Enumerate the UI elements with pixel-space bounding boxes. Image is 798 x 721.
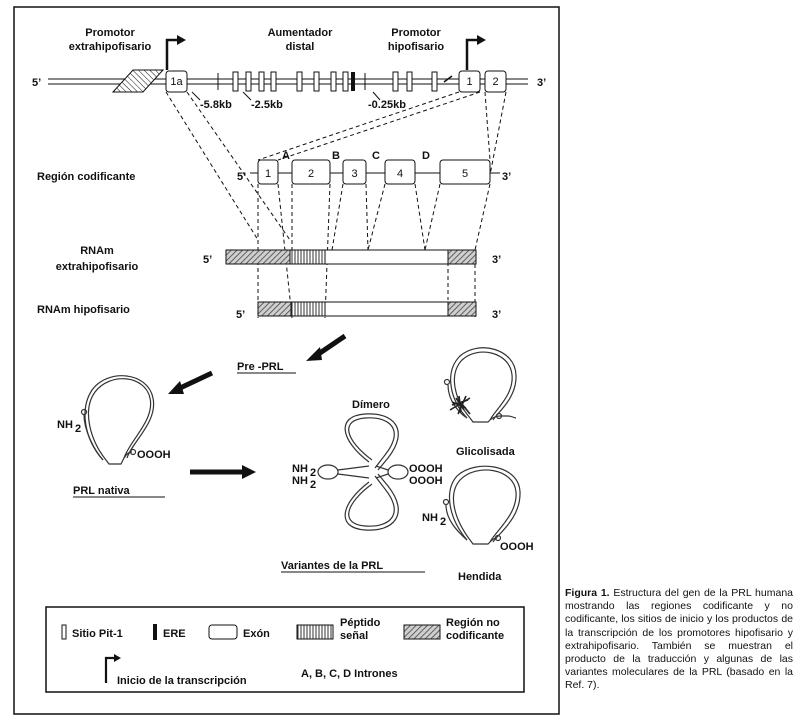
- transcription-start-arrow-hipo: [465, 35, 486, 70]
- mrna-hipo-bar: [257, 301, 477, 317]
- exon-2-gene-label: 2: [492, 76, 498, 88]
- hendida-nh: NH: [422, 512, 438, 524]
- legend-signal-label-1: Péptido: [340, 617, 381, 629]
- legend-pit1-label: Sitio Pit-1: [72, 628, 123, 640]
- projection-lines: [165, 91, 507, 241]
- exon-1a: [165, 70, 188, 93]
- transcription-start-arrow-extra: [165, 35, 186, 70]
- hendida-oooh: OOOH: [500, 541, 534, 553]
- coding-exons: 1 2 3 4 5: [257, 159, 491, 185]
- glycan-icon: [449, 395, 471, 415]
- dimer-molecule: [317, 413, 409, 531]
- intron-c: C: [372, 150, 380, 162]
- exon-3-label: 3: [351, 168, 357, 180]
- exon-1: [257, 159, 279, 185]
- dimer-nh-2-sub: 2: [310, 479, 316, 491]
- figure-frame: [13, 6, 560, 715]
- dimer-nh-1: NH: [292, 463, 308, 475]
- ere-site: [351, 72, 355, 91]
- promotor-hipo-label-2: hipofisario: [388, 41, 445, 53]
- exon-2-gene: [484, 70, 507, 93]
- pre-prl-label: Pre -PRL: [237, 361, 284, 373]
- aumentador-label-1: Aumentador: [268, 27, 334, 39]
- caption-text: Estructura del gen de la PRL humana most…: [565, 587, 794, 692]
- prl-nativa-label: PRL nativa: [73, 485, 131, 497]
- exon-1-gene: [458, 70, 481, 93]
- pos-5-8kb: -5.8kb: [200, 99, 232, 111]
- legend-signal-icon: [296, 624, 334, 640]
- mrna-hipo-5prime: 5’: [236, 309, 245, 321]
- arrow-to-nativa: [168, 370, 214, 394]
- legend-pit1-icon: [61, 624, 67, 640]
- legend-ere-icon: [153, 624, 157, 640]
- arrow-to-variants: [190, 465, 256, 479]
- glicolisada-molecule: [443, 347, 517, 423]
- legend-noncoding-icon: [403, 624, 441, 640]
- legend-signal-label-2: señal: [340, 630, 368, 642]
- legend-exon-label: Exón: [243, 628, 270, 640]
- figure-caption: Figura 1. Estructura del gen de la PRL h…: [565, 587, 793, 693]
- mrna-extra-bar: [225, 249, 477, 265]
- mrna-extra-label-2: extrahipofisario: [56, 261, 139, 273]
- prl-nativa-molecule: [80, 375, 155, 465]
- nativa-nh-sub: 2: [75, 423, 81, 435]
- legend-transcription-start-icon: [104, 654, 121, 683]
- intron-d: D: [422, 150, 430, 162]
- exon-5-label: 5: [462, 168, 468, 180]
- pit1-sites-enhancer: [232, 71, 349, 92]
- dimer-oooh-1: OOOH: [409, 463, 443, 475]
- mrna-extra-5prime: 5’: [203, 254, 212, 266]
- exon-1-label: 1: [265, 168, 271, 180]
- nativa-oooh: OOOH: [137, 449, 171, 461]
- exon-1-gene-label: 1: [466, 76, 472, 88]
- legend-exon-icon: [208, 624, 238, 640]
- exon-2: [291, 159, 331, 185]
- mrna-hipo-3prime: 3’: [492, 309, 501, 321]
- glicolisada-label: Glicolisada: [456, 446, 516, 458]
- promotor-hipo-label-1: Promotor: [391, 27, 441, 39]
- arrow-to-preprl: [306, 333, 347, 361]
- dimer-nh-2: NH: [292, 475, 308, 487]
- variantes-label: Variantes de la PRL: [281, 560, 383, 572]
- legend-noncoding-label-1: Región no: [446, 617, 500, 629]
- hendida-molecule: [442, 465, 521, 545]
- coding-5prime: 5’: [237, 171, 246, 183]
- nativa-nh: NH: [57, 419, 73, 431]
- coding-3prime: 3’: [502, 171, 511, 183]
- legend-inicio-label: Inicio de la transcripción: [117, 675, 247, 687]
- gene-5prime: 5’: [32, 77, 41, 89]
- exon-3: [342, 159, 367, 185]
- pit1-sites-proximal: [392, 71, 438, 92]
- hendida-label: Hendida: [458, 571, 502, 583]
- pos-2-5kb: -2.5kb: [251, 99, 283, 111]
- mrna-hipo-label: RNAm hipofisario: [37, 304, 130, 316]
- promotor-extra-label-2: extrahipofisario: [69, 41, 152, 53]
- exon-2-label: 2: [308, 168, 314, 180]
- tata-mark: [443, 75, 453, 83]
- legend-box: [45, 606, 525, 693]
- legend-noncoding-label-2: codificante: [446, 630, 504, 642]
- exon-4: [384, 159, 416, 185]
- promotor-extra-label-1: Promotor: [85, 27, 135, 39]
- upstream-element: [111, 69, 165, 93]
- exon-1a-label: 1a: [170, 76, 183, 88]
- legend-ere-label: ERE: [163, 628, 186, 640]
- exon-5: [439, 159, 491, 185]
- mrna-extra-3prime: 3’: [492, 254, 501, 266]
- pos-0-25kb: -0.25kb: [368, 99, 406, 111]
- gene-3prime: 3’: [537, 77, 546, 89]
- dimero-label: Dímero: [352, 399, 390, 411]
- exon-4-label: 4: [397, 168, 403, 180]
- dimer-nh-1-sub: 2: [310, 467, 316, 479]
- intron-b: B: [332, 150, 340, 162]
- caption-label: Figura 1.: [565, 587, 610, 599]
- hendida-nh-sub: 2: [440, 516, 446, 528]
- aumentador-label-2: distal: [286, 41, 315, 53]
- legend-introns-label: A, B, C, D Intrones: [301, 668, 398, 680]
- coding-region-label: Región codificante: [37, 171, 135, 183]
- dimer-oooh-2: OOOH: [409, 475, 443, 487]
- mrna-extra-label-1: RNAm: [80, 245, 114, 257]
- intron-a: A: [282, 150, 290, 162]
